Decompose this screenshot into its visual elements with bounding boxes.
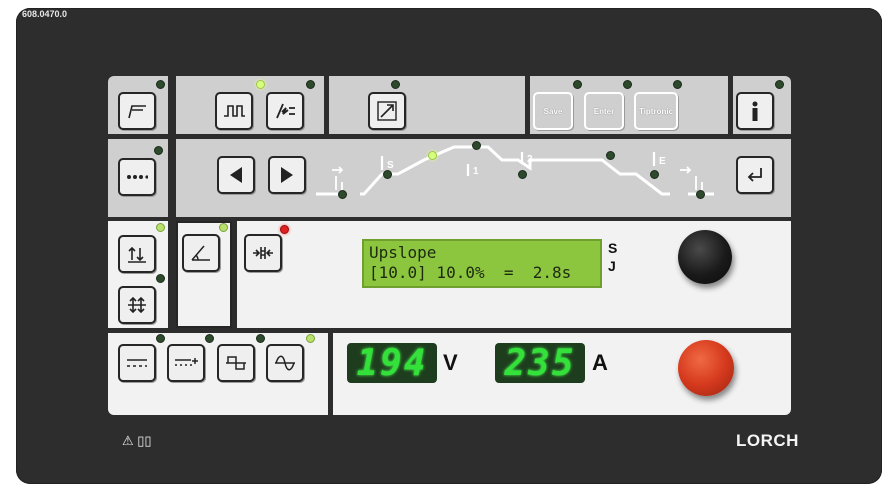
- manual-book-icon: ▯▯: [137, 433, 152, 448]
- phase-label-start: S: [387, 160, 394, 171]
- return-button[interactable]: [736, 156, 774, 194]
- return-arrow-icon: [747, 168, 762, 182]
- lcd-line-1: Upslope: [369, 243, 437, 262]
- ac-square-led: [256, 334, 265, 343]
- dc-plus-button[interactable]: [167, 344, 205, 382]
- save-led: [573, 80, 582, 89]
- ac-square-button[interactable]: [217, 344, 255, 382]
- pulse-mode-led: [256, 80, 265, 89]
- more-dots-icon: [127, 175, 148, 179]
- gas-preflow-led: [338, 190, 347, 199]
- current-knob[interactable]: [678, 340, 734, 396]
- upslope-led: [428, 151, 437, 160]
- torch-icon: [128, 105, 146, 119]
- part-number: 608.0470.0: [22, 9, 68, 19]
- slope-angle-icon: [191, 245, 210, 261]
- tiptronic-button[interactable]: Tiptronic: [634, 92, 678, 130]
- next-button[interactable]: [268, 156, 306, 194]
- current-unit: A: [592, 350, 608, 375]
- tiptronic-label: Tiptronic: [638, 106, 674, 116]
- phase-label-end: E: [659, 156, 666, 167]
- menu-led: [154, 146, 163, 155]
- phase-label-main: 1: [473, 166, 479, 177]
- two-stroke-button[interactable]: [118, 235, 156, 273]
- voltage-display: 194: [347, 343, 437, 384]
- enter-button[interactable]: Enter: [584, 92, 624, 130]
- lcd-unit-seconds: S: [608, 240, 618, 256]
- control-panel: 608.0470.0 Save Enter Tiptronic: [16, 8, 882, 484]
- ac-sine-wave-icon: [275, 355, 295, 371]
- pulse-mode-button[interactable]: [215, 92, 253, 130]
- spot-weld-icon: [253, 247, 273, 259]
- hf-ignition-button[interactable]: [266, 92, 304, 130]
- lift-arc-button[interactable]: [368, 92, 406, 130]
- ac-square-wave-icon: [226, 356, 246, 370]
- hf-ignition-led: [306, 80, 315, 89]
- zone-ignition: [329, 76, 525, 134]
- two-stroke-led: [156, 223, 165, 232]
- enter-led: [623, 80, 632, 89]
- lcd-line-2: [10.0] 10.0% = 2.8s: [369, 263, 572, 282]
- warning-icon: ⚠: [122, 433, 134, 448]
- dc-plus-icon: [175, 358, 198, 366]
- enter-label: Enter: [593, 106, 615, 116]
- slope-led: [219, 223, 228, 232]
- four-stroke-icon: [128, 296, 146, 314]
- info-icon: [752, 101, 758, 121]
- menu-button[interactable]: [118, 158, 156, 196]
- dc-mode-button[interactable]: [118, 344, 156, 382]
- two-stroke-icon: [128, 246, 146, 263]
- start-current-led: [383, 170, 392, 179]
- gas-postflow-led: [696, 190, 705, 199]
- downslope-led: [606, 151, 615, 160]
- tiptronic-led: [673, 80, 682, 89]
- arrow-left-icon: [230, 167, 242, 183]
- spot-weld-led: [280, 225, 289, 234]
- dc-plus-led: [205, 334, 214, 343]
- previous-button[interactable]: [217, 156, 255, 194]
- parameter-knob[interactable]: [678, 230, 732, 284]
- current-display: 235: [495, 343, 585, 384]
- torch-mode-led: [156, 80, 165, 89]
- main-current-led: [472, 141, 481, 150]
- lcd-unit-joules: J: [608, 258, 616, 274]
- four-stroke-button[interactable]: [118, 286, 156, 324]
- pulse-wave-icon: [224, 105, 245, 117]
- slope-button[interactable]: [182, 234, 220, 272]
- arrow-right-icon: [281, 167, 293, 183]
- dc-mode-led: [156, 334, 165, 343]
- brand-logo: LORCH: [736, 431, 799, 450]
- ac-sine-led: [306, 334, 315, 343]
- save-label: Save: [543, 106, 563, 116]
- footer-symbols: ⚠ ▯▯: [122, 433, 152, 449]
- info-button[interactable]: [736, 92, 774, 130]
- voltage-unit: V: [443, 350, 458, 375]
- phase-label-second: 2: [527, 154, 533, 165]
- end-current-led: [650, 170, 659, 179]
- dc-current-icon: [127, 359, 147, 367]
- lift-arc-led: [391, 80, 400, 89]
- lift-arc-icon: [377, 101, 397, 121]
- save-button[interactable]: Save: [533, 92, 573, 130]
- ignition-spark-icon: [276, 103, 295, 119]
- parameter-lcd: Upslope [10.0] 10.0% = 2.8s: [362, 239, 602, 288]
- second-current-led: [518, 170, 527, 179]
- four-stroke-led: [156, 274, 165, 283]
- ac-sine-button[interactable]: [266, 344, 304, 382]
- info-led: [775, 80, 784, 89]
- spot-weld-button[interactable]: [244, 234, 282, 272]
- torch-mode-button[interactable]: [118, 92, 156, 130]
